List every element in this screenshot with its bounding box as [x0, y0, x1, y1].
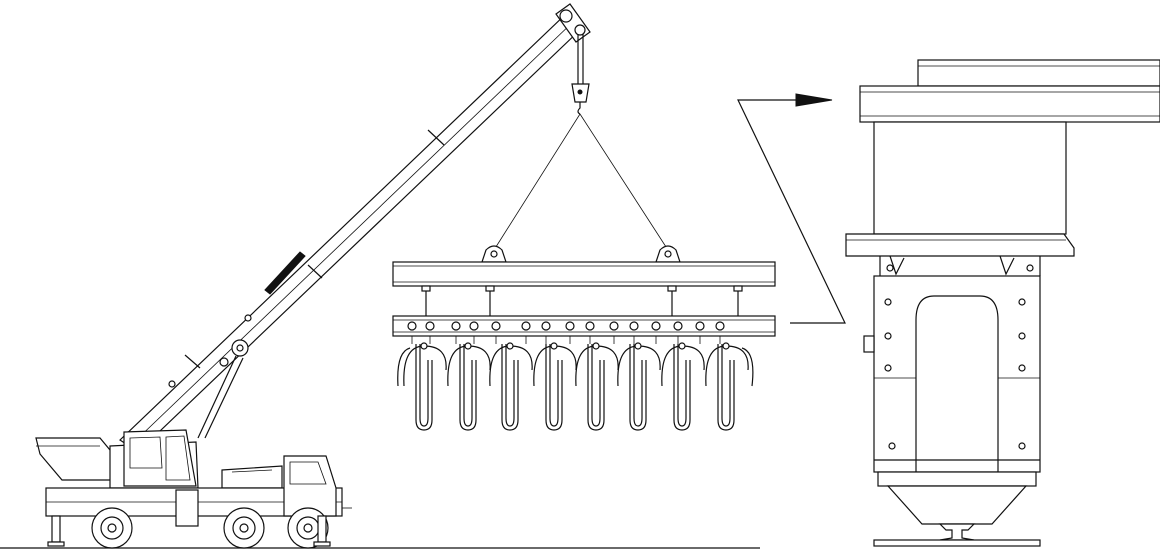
detail-leader	[737, 93, 846, 324]
beam-hangers	[421, 285, 743, 316]
hook-7	[717, 344, 735, 431]
clamp-7	[565, 321, 575, 331]
crane-carrier	[45, 455, 352, 527]
crane-superstructure	[35, 429, 199, 489]
engine-box	[221, 465, 283, 489]
hook-4	[587, 344, 605, 431]
lower-beam	[392, 315, 776, 337]
clamp-9	[609, 321, 619, 331]
boom-joint-2	[427, 129, 445, 146]
center-opening	[915, 295, 999, 473]
boom-band	[264, 251, 306, 295]
outrigger-box	[175, 489, 199, 527]
mobile-crane	[35, 3, 669, 549]
clamp-1	[425, 321, 435, 331]
hopper-cone	[886, 485, 1028, 525]
boom-joint-1	[307, 264, 323, 279]
support-column	[873, 121, 1067, 235]
arrow-head	[795, 93, 833, 107]
hook-block	[571, 83, 590, 115]
boom-head	[555, 3, 591, 84]
clamp-3	[469, 321, 479, 331]
boom-outer-section	[119, 11, 583, 453]
clamp-4	[491, 321, 501, 331]
clamp-8	[585, 321, 595, 331]
clamp-5	[521, 321, 531, 331]
luffing-cylinder	[197, 339, 249, 439]
bolt-holes	[884, 298, 1026, 450]
hook-5	[629, 344, 647, 431]
lifting-cable	[493, 113, 669, 251]
clamp-2	[451, 321, 461, 331]
clamp-10	[629, 321, 639, 331]
rail-foot	[938, 523, 976, 541]
hook-0	[415, 344, 433, 431]
outrigger-feet	[47, 515, 331, 547]
leader-line	[737, 99, 846, 324]
base-plate	[877, 471, 1037, 487]
clamp-13	[695, 321, 705, 331]
hook-3	[545, 344, 563, 431]
clamp-12	[673, 321, 683, 331]
clamp-11	[651, 321, 661, 331]
hook-6	[673, 344, 691, 431]
enlarged-detail	[845, 59, 1160, 547]
middle-flange	[845, 233, 1075, 257]
spreader-beam-assembly	[392, 245, 776, 431]
top-rail	[917, 59, 1160, 87]
clamp-14	[715, 321, 725, 331]
top-flange	[859, 85, 1160, 123]
hook-2	[501, 344, 519, 431]
hook-array	[397, 321, 754, 431]
clamp-0	[407, 321, 417, 331]
crane-boom	[119, 11, 583, 453]
clamp-6	[541, 321, 551, 331]
hook-1	[459, 344, 477, 431]
driver-cab	[283, 455, 337, 517]
